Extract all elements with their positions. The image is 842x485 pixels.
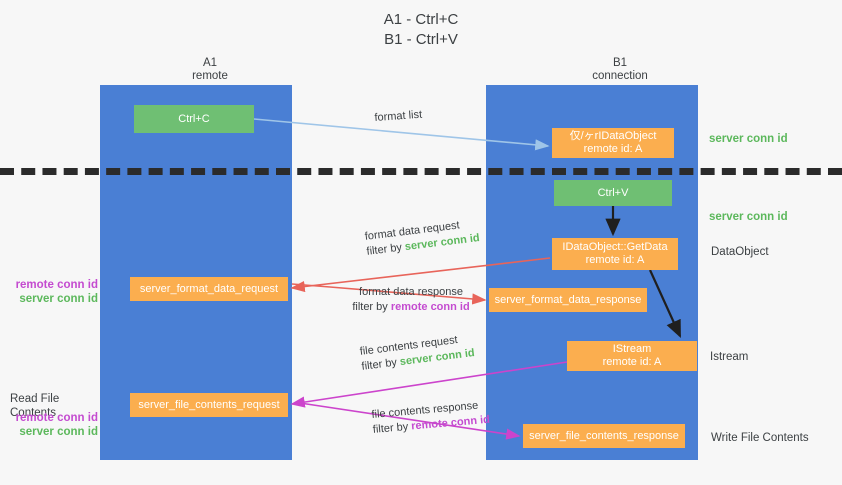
box-istream[interactable]: IStream remote id: A [567, 341, 697, 371]
flow-label-format-data-request: format data request filter by server con… [364, 216, 481, 260]
box-ctrl-v[interactable]: Ctrl+V [554, 180, 672, 206]
filter-value-remote-conn-id: remote conn id [390, 301, 470, 313]
label-server-conn-id-upper: server conn id [19, 293, 98, 305]
label-server-conn-id-mid: server conn id [709, 211, 788, 223]
label-remote-conn-id-upper: remote conn id [15, 279, 98, 291]
phase-divider [0, 168, 842, 175]
label-dataobject: DataObject [711, 246, 769, 258]
flow-label-file-contents-response: file contents response filter by remote … [371, 398, 491, 438]
page-title: A1 - Ctrl+C B1 - Ctrl+V [383, 11, 459, 48]
box-server-file-contents-request[interactable]: server_file_contents_request [130, 393, 288, 417]
box-idataobject[interactable]: 仅/ヶrIDataObject remote id: A [552, 128, 674, 158]
filter-prefix: filter by [365, 241, 406, 258]
flow-filter-format-data-response: filter by remote conn id [336, 300, 486, 315]
label-server-conn-id-top: server conn id [709, 133, 788, 145]
label-istream: Istream [710, 351, 749, 363]
label-read-file-contents: Read File Contents [10, 393, 60, 419]
flow-label-file-contents-request: file contents request filter by server c… [359, 331, 476, 375]
label-conn-ids-lower: remote conn id server conn id [0, 411, 98, 439]
label-server-conn-id-lower: server conn id [19, 426, 98, 438]
flow-text-format-data-response: format data response [359, 286, 463, 298]
box-server-format-data-response[interactable]: server_format_data_response [489, 288, 647, 312]
label-write-file-contents: Write File Contents [711, 432, 809, 444]
filter-prefix: filter by [352, 301, 391, 313]
column-header-a1: A1 remote [192, 57, 228, 82]
box-ctrl-c[interactable]: Ctrl+C [134, 105, 254, 133]
label-remote-conn-id-lower: remote conn id [15, 412, 98, 424]
label-conn-ids-upper: remote conn id server conn id [0, 278, 98, 306]
column-header-b1: B1 connection [592, 57, 648, 82]
flow-label-format-data-response: format data response filter by remote co… [336, 285, 486, 315]
box-idataobject-getdata[interactable]: IDataObject::GetData remote id: A [552, 238, 678, 270]
box-server-format-data-request[interactable]: server_format_data_request [130, 277, 288, 301]
filter-prefix: filter by [372, 420, 412, 436]
box-server-file-contents-response[interactable]: server_file_contents_response [523, 424, 685, 448]
filter-prefix: filter by [360, 356, 401, 373]
flow-label-format-list: format list [374, 108, 423, 124]
